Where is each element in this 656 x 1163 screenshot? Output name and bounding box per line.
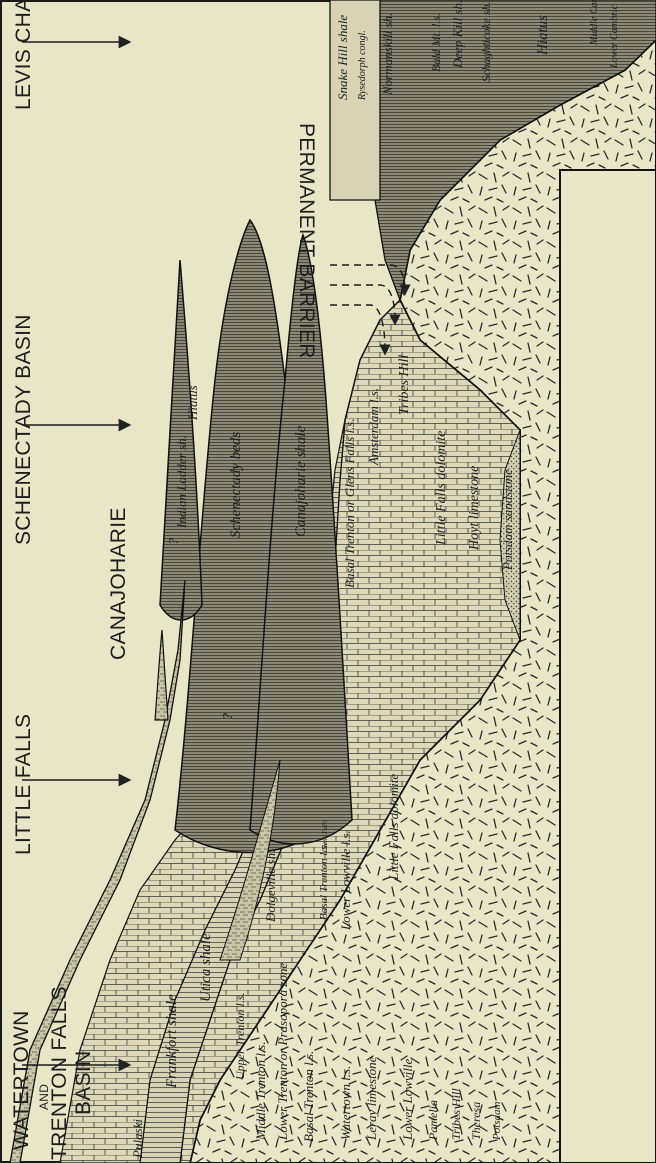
unit-snake-hill: Snake Hill shale — [335, 15, 350, 100]
region-watertown-1: WATERTOWN — [10, 1010, 33, 1150]
unit-basal-trenton: Basal Trenton l.s. — [301, 1051, 316, 1142]
unit-hoyt: Hoyt limestone — [467, 466, 482, 551]
unit-watertown: Watertown l.s. — [338, 1066, 353, 1140]
region-watertown-4: BASIN — [72, 1050, 95, 1115]
unit-dolgeville: Dolgeville sh. — [263, 850, 278, 923]
region-levis: LEVIS CHANNEL — [12, 0, 35, 110]
region-permanent-barrier: PERMANENT BARRIER — [295, 123, 318, 359]
unit-pamelia: Pamelia — [426, 1100, 440, 1141]
unit-middle-cambric: Middle Cambric — [589, 0, 600, 46]
unit-bald-mt: Bald Mt. l.s. — [429, 13, 443, 72]
unit-utica: Utica shale — [198, 933, 214, 1002]
unit-lower-trenton: Lower Trenton or Prasopora zone — [275, 963, 290, 1141]
unit-tribes-hill-left: Tribes Hill — [449, 1088, 463, 1140]
unit-lower-lowville-mid: Lower Lowville l.s. — [338, 830, 353, 931]
unit-pulaski: Pulaski — [130, 1119, 145, 1159]
unit-hiatus-mid: Hiatus — [185, 385, 200, 421]
unit-schaghticoke: Schaghticoke sh. — [479, 1, 493, 82]
unit-canajoharie-shale: Canajoharie shale — [293, 425, 309, 537]
unit-basal-trenton-mid: Basal Trenton l.s. — [318, 843, 330, 920]
unit-question-1: ? — [167, 538, 182, 545]
unit-potsdam-left: Potsdam — [491, 1101, 503, 1141]
frankfort-lens — [155, 630, 168, 720]
unit-amsterdam: Amsterdam l.s. — [366, 388, 381, 466]
unit-potsdam-right: Potsdam sandstone — [500, 469, 515, 571]
unit-glens-falls-small: Glens Falls — [321, 819, 329, 852]
region-canajoharie: CANAJOHARIE — [107, 507, 130, 660]
unit-schenectady-beds: Schenectady beds — [228, 432, 244, 538]
unit-upper-trenton: Upper Trenton l.s. — [233, 992, 247, 1080]
unit-lower-lowville: Lower Lowville — [400, 1059, 415, 1141]
unit-little-falls-mid: Little Falls dolomite — [386, 774, 401, 881]
unit-question-2: ? — [221, 713, 236, 720]
unit-leray: Leray limestone — [364, 1056, 379, 1141]
unit-lower-cambric: Lower Cambric — [609, 4, 620, 69]
unit-hiatus-right: Hiatus — [535, 15, 551, 56]
region-little-falls: LITTLE FALLS — [12, 714, 35, 855]
unit-frankfort: Frankfort shale — [164, 994, 180, 1089]
unit-normanskill: Normanskill sh. — [380, 13, 395, 96]
unit-middle-trenton: Middle Trenton l.s. — [253, 1042, 268, 1141]
region-schenectady: SCHENECTADY BASIN — [12, 314, 35, 545]
unit-little-falls-right: Little Falls dolomite — [434, 431, 449, 546]
unit-indian-ladder: Indian Ladder sh. — [174, 435, 189, 529]
unit-basal-trenton-glens: Basal Trenton or Glens Falls l.s. — [342, 418, 357, 588]
region-watertown-3: TRENTON FALLS — [48, 986, 71, 1160]
unit-tribes-hill-right: Tribes Hill — [397, 355, 412, 415]
unit-rysedorph: Rysedorph congl. — [357, 30, 368, 101]
unit-deep-kill: Deep Kill sh. — [450, 0, 465, 69]
unit-theresa: Theresa — [469, 1102, 483, 1140]
basement-inset — [560, 170, 656, 1163]
